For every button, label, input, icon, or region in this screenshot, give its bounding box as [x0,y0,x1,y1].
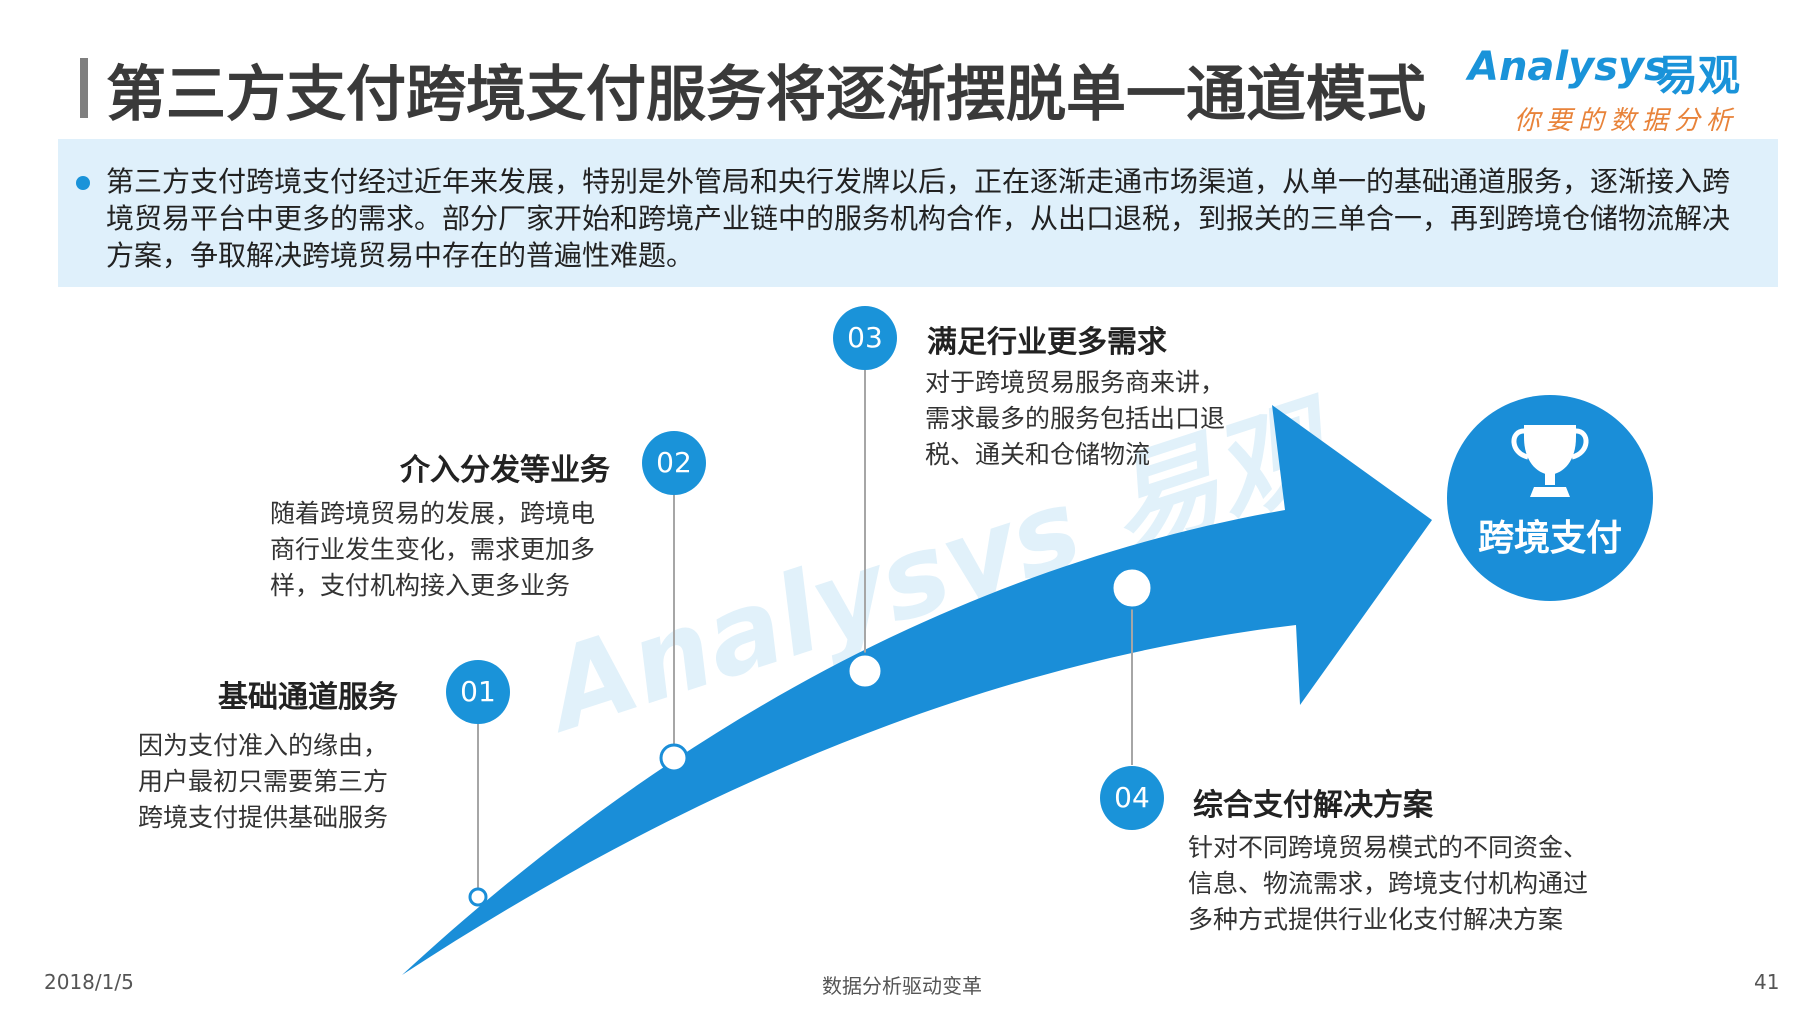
target-circle: 跨境支付 [1447,395,1653,601]
step-03-description: 对于跨境贸易服务商来讲，需求最多的服务包括出口退税、通关和仓储物流 [925,368,1226,469]
step-04-description: 针对不同跨境贸易模式的不同资金、信息、物流需求，跨境支付机构通过多种方式提供行业… [1188,833,1589,934]
page-title: 第三方支付跨境支付服务将逐渐摆脱单一通道模式 [106,60,1426,130]
growth-arrow [402,405,1432,975]
step-04-badge: 04 [1100,766,1164,830]
logo-brand-en: Analysys [1468,44,1668,90]
step-04-dot [1110,566,1154,610]
step-02-dot [659,743,689,773]
analysys-logo: Analysys 易观 你要的数据分析 [1468,44,1778,136]
footer-date: 2018/1/5 [44,970,134,994]
bullet-icon [76,176,90,190]
step-02-badge: 02 [642,431,706,495]
step-03-badge: 03 [833,306,897,370]
page-number: 41 [1754,970,1780,994]
step-01-description: 因为支付准入的缘由，用户最初只需要第三方跨境支付提供基础服务 [138,731,389,832]
trophy-icon [1511,425,1589,497]
target-label: 跨境支付 [1477,518,1622,559]
summary-text: 第三方支付跨境支付经过近年来发展，特别是外管局和央行发牌以后，正在逐渐走通市场渠… [106,165,1731,272]
title-accent-bar [80,58,88,118]
step-03-dot [846,652,884,690]
step-04-title: 综合支付解决方案 [1193,788,1433,823]
footer-slogan: 数据分析驱动变革 [822,974,982,998]
step-01-title: 基础通道服务 [218,680,398,715]
summary-box: 第三方支付跨境支付经过近年来发展，特别是外管局和央行发牌以后，正在逐渐走通市场渠… [58,139,1778,287]
step-01-badge: 01 [446,660,510,724]
step-01-dot [468,887,488,907]
logo-brand-cn: 易观 [1656,51,1741,100]
step-03-title: 满足行业更多需求 [927,325,1167,360]
step-02-title: 介入分发等业务 [400,453,610,488]
logo-slogan: 你要的数据分析 [1514,106,1739,136]
step-02-description: 随着跨境贸易的发展，跨境电商行业发生变化，需求更加多样，支付机构接入更多业务 [270,499,596,600]
